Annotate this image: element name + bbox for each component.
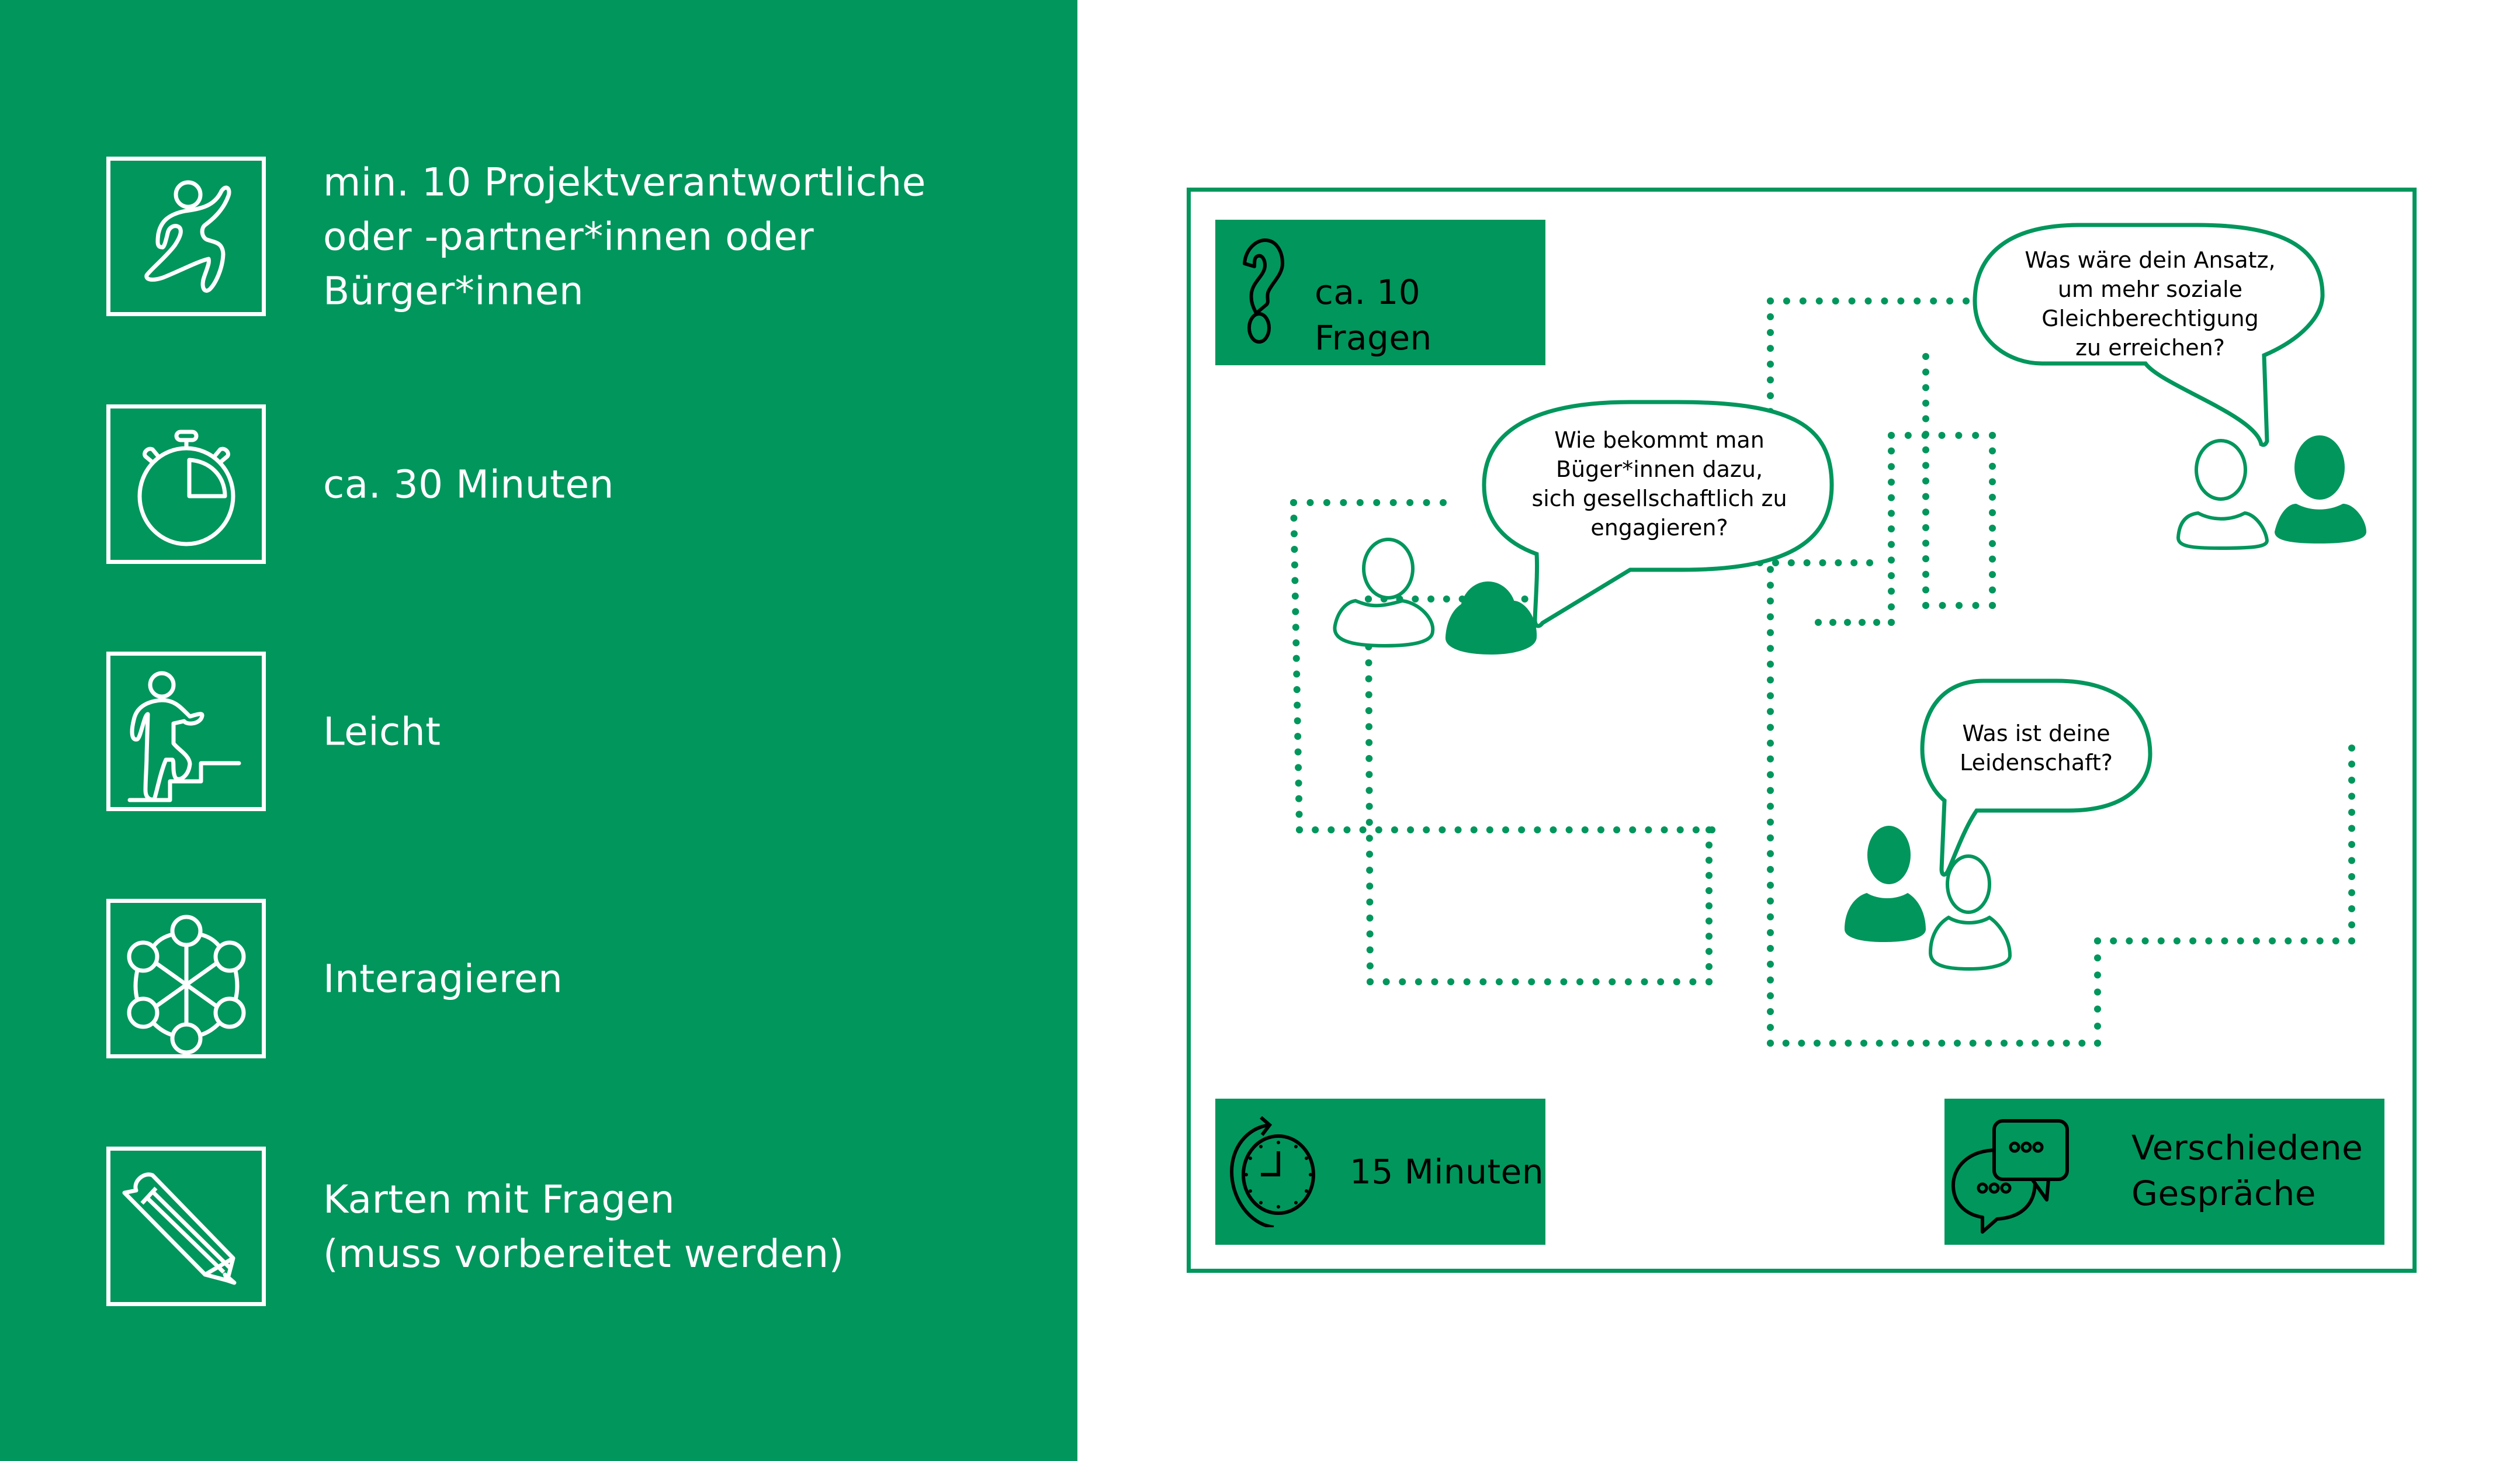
requirement-interaction: Interagieren (106, 899, 1041, 1058)
requirements-panel: min. 10 Projektverantwortliche oder -par… (0, 0, 1077, 1461)
clock-rotate-icon (1229, 1116, 1315, 1227)
requirement-difficulty: Leicht (106, 652, 1041, 811)
duration-card-label: 15 Minuten (1350, 1152, 1544, 1192)
speech-bubble-text: Was wäre dein Ansatz, um mehr soziale Gl… (2025, 247, 2276, 361)
requirement-text: Leicht (323, 709, 441, 754)
requirement-text: min. 10 Projektverantwortliche oder -par… (323, 160, 926, 313)
requirement-duration: ca. 30 Minuten (106, 404, 1041, 564)
question-mark-icon (1243, 238, 1284, 344)
speech-bubble-text: Was ist deine Leidenschaft? (1960, 721, 2113, 775)
stopwatch-icon (106, 404, 266, 564)
pencil-icon (106, 1147, 266, 1306)
network-hexagon-icon (106, 899, 266, 1058)
running-person-icon (106, 157, 266, 316)
conversations-card: Verschiedene Gespräche (1944, 1099, 2384, 1245)
chat-bubbles-icon (1951, 1119, 2069, 1234)
person-climbing-stairs-icon (106, 652, 266, 811)
questions-card: ca. 10 Fragen (1215, 220, 1545, 365)
requirement-text: Karten mit Fragen (muss vorbereitet werd… (323, 1176, 844, 1276)
requirement-text: ca. 30 Minuten (323, 462, 614, 507)
speech-bubble-text: Wie bekommt man Büger*innen dazu, sich g… (1531, 427, 1787, 541)
requirement-text: Interagieren (323, 956, 563, 1001)
conversations-card-label: Verschiedene Gespräche (2131, 1128, 2363, 1213)
conversation-diagram-frame (1187, 188, 2417, 1273)
duration-card: 15 Minuten (1215, 1099, 1545, 1245)
requirement-materials: Karten mit Fragen (muss vorbereitet werd… (106, 1147, 1041, 1306)
questions-card-label: ca. 10 Fragen (1315, 272, 1432, 358)
requirement-participants: min. 10 Projektverantwortliche oder -par… (106, 157, 1041, 316)
